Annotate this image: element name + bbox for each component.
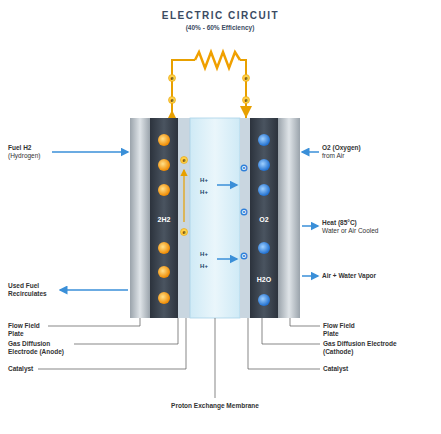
part-label: Catalyst: [323, 365, 348, 373]
chemical-label: O2: [259, 216, 268, 224]
diagram-title: ELECTRIC CIRCUIT: [0, 10, 441, 21]
electron-mark: e: [182, 156, 185, 164]
subtitle: (40% - 60% Efficiency): [186, 24, 255, 32]
input-label: O2 (Oxygen): [322, 144, 361, 152]
part-label: Flow Field Plate: [323, 322, 365, 338]
electron-mark: e: [170, 74, 173, 82]
oxygen-mark: O: [242, 208, 246, 216]
part-label: Gas Diffusion Electrode (Cathode): [323, 340, 403, 356]
electron-mark: e: [244, 74, 247, 82]
output-label: Air + Water Vapor: [322, 272, 376, 280]
input-note: (Hydrogen): [8, 152, 41, 160]
output-label: Used Fuel Recirculates: [8, 282, 58, 298]
oxygen-mark: O: [242, 252, 246, 260]
output-note: Water or Air Cooled: [322, 227, 378, 235]
output-label: Heat (85°C): [322, 219, 357, 227]
proton-label: H+: [200, 176, 208, 184]
part-label: Flow Field Plate: [8, 322, 48, 338]
proton-label: H+: [200, 262, 208, 270]
electron-mark: e: [244, 96, 247, 104]
electron-mark: e: [170, 96, 173, 104]
proton-label: H+: [200, 250, 208, 258]
input-note: from Air: [322, 152, 344, 160]
proton-label: H+: [200, 188, 208, 196]
part-label: Catalyst: [8, 365, 33, 373]
oxygen-mark: O: [242, 164, 246, 172]
chemical-label: H2O: [257, 276, 271, 284]
part-label: Proton Exchange Membrane: [171, 402, 259, 410]
part-label: Gas Diffusion Electrode (Anode): [8, 340, 74, 356]
input-label: Fuel H2: [8, 144, 31, 152]
electron-mark: e: [182, 228, 185, 236]
chemical-label: 2H2: [158, 216, 171, 224]
